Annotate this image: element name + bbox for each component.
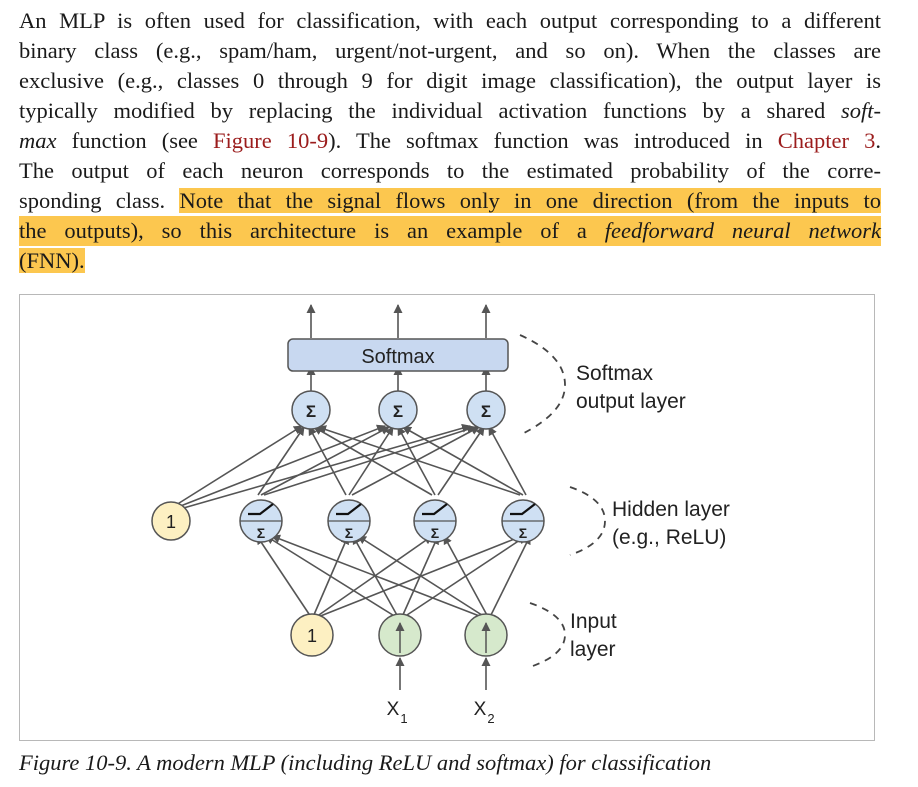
- input-arrows: [395, 657, 491, 690]
- input-bias-node: 1: [290, 613, 334, 657]
- input-node-x2: [464, 613, 508, 657]
- paragraph-line: binary class (e.g., spam/ham, urgent/not…: [19, 38, 881, 63]
- svg-text:(e.g., ReLU): (e.g., ReLU): [612, 526, 726, 549]
- output-neuron: Σ: [291, 390, 331, 430]
- input-layer-brace: [529, 602, 566, 668]
- hidden-layer-label: Hidden layer (e.g., ReLU): [612, 498, 730, 549]
- paragraph-line: sponding class. Note that the signal flo…: [19, 188, 881, 213]
- relu-icon: [510, 503, 536, 516]
- bias-label: 1: [307, 626, 317, 646]
- paragraph-line: typically modified by replacing the indi…: [19, 98, 881, 123]
- mlp-diagram: Softmax Σ Σ Σ 1: [151, 304, 730, 726]
- svg-text:output layer: output layer: [576, 390, 686, 413]
- hidden-bias-node: 1: [151, 501, 191, 541]
- output-neuron: Σ: [378, 390, 418, 430]
- paragraph-line: An MLP is often used for classification,…: [19, 8, 881, 33]
- input-label-x2: X 2: [474, 699, 495, 726]
- softmax-box-label: Softmax: [361, 346, 434, 368]
- output-layer-label: Softmax output layer: [576, 362, 686, 413]
- output-layer-nodes: Σ Σ Σ: [291, 390, 506, 430]
- input-node-x1: [378, 613, 422, 657]
- emphasis-text: max: [19, 128, 57, 153]
- svg-text:2: 2: [487, 711, 494, 726]
- svg-text:X: X: [474, 699, 487, 720]
- output-neuron: Σ: [466, 390, 506, 430]
- svg-text:1: 1: [400, 711, 407, 726]
- paragraph-line: (FNN).: [19, 246, 881, 276]
- relu-icon: [336, 503, 362, 516]
- input-label-x1: X 1: [387, 699, 408, 726]
- sum-symbol: Σ: [393, 402, 403, 421]
- connections-input-hidden: [256, 534, 531, 618]
- softmax-box: Softmax: [287, 338, 509, 372]
- hidden-layer-brace: [569, 486, 606, 556]
- sum-symbol: Σ: [306, 402, 316, 421]
- figure-frame: Softmax Σ Σ Σ 1: [19, 294, 875, 741]
- svg-text:layer: layer: [570, 638, 616, 661]
- emphasis-text: soft-: [840, 98, 881, 123]
- hidden-neuron: Σ: [413, 499, 457, 543]
- hidden-layer-nodes: Σ Σ Σ Σ: [239, 499, 545, 543]
- input-layer-label: Input layer: [570, 610, 617, 661]
- paragraph-line-highlighted: the outputs), so this architecture is an…: [19, 216, 881, 246]
- paragraph-line: exclusive (e.g., classes 0 through 9 for…: [19, 68, 881, 93]
- hidden-neuron: Σ: [501, 499, 545, 543]
- relu-icon: [248, 503, 274, 516]
- paragraph-line: max function (see Figure 10-9). The soft…: [19, 128, 881, 153]
- chapter-link[interactable]: Chapter 3: [777, 128, 876, 153]
- layer-braces: [519, 334, 606, 668]
- body-paragraph: An MLP is often used for classification,…: [19, 6, 881, 276]
- relu-icon: [422, 503, 448, 516]
- svg-text:Input: Input: [570, 610, 617, 633]
- paragraph-line: The output of each neuron corresponds to…: [19, 158, 881, 183]
- sum-symbol: Σ: [519, 525, 527, 541]
- output-layer-brace: [519, 334, 566, 436]
- figure-caption: Figure 10-9. A modern MLP (including ReL…: [19, 750, 712, 775]
- highlighted-text: Note that the signal flows only in one d…: [179, 188, 881, 213]
- hidden-neuron: Σ: [239, 499, 283, 543]
- connections-hidden-output: [175, 423, 527, 510]
- emphasis-text: feedforward neural network: [604, 218, 881, 243]
- sum-symbol: Σ: [257, 525, 265, 541]
- svg-text:Softmax: Softmax: [576, 362, 654, 385]
- svg-text:X: X: [387, 699, 400, 720]
- highlighted-text: (FNN).: [19, 248, 85, 273]
- hidden-neuron: Σ: [327, 499, 371, 543]
- sum-symbol: Σ: [431, 525, 439, 541]
- sum-symbol: Σ: [481, 402, 491, 421]
- sum-symbol: Σ: [345, 525, 353, 541]
- svg-text:Hidden layer: Hidden layer: [612, 498, 730, 521]
- bias-label: 1: [166, 512, 176, 532]
- figure-link[interactable]: Figure 10-9: [213, 128, 329, 153]
